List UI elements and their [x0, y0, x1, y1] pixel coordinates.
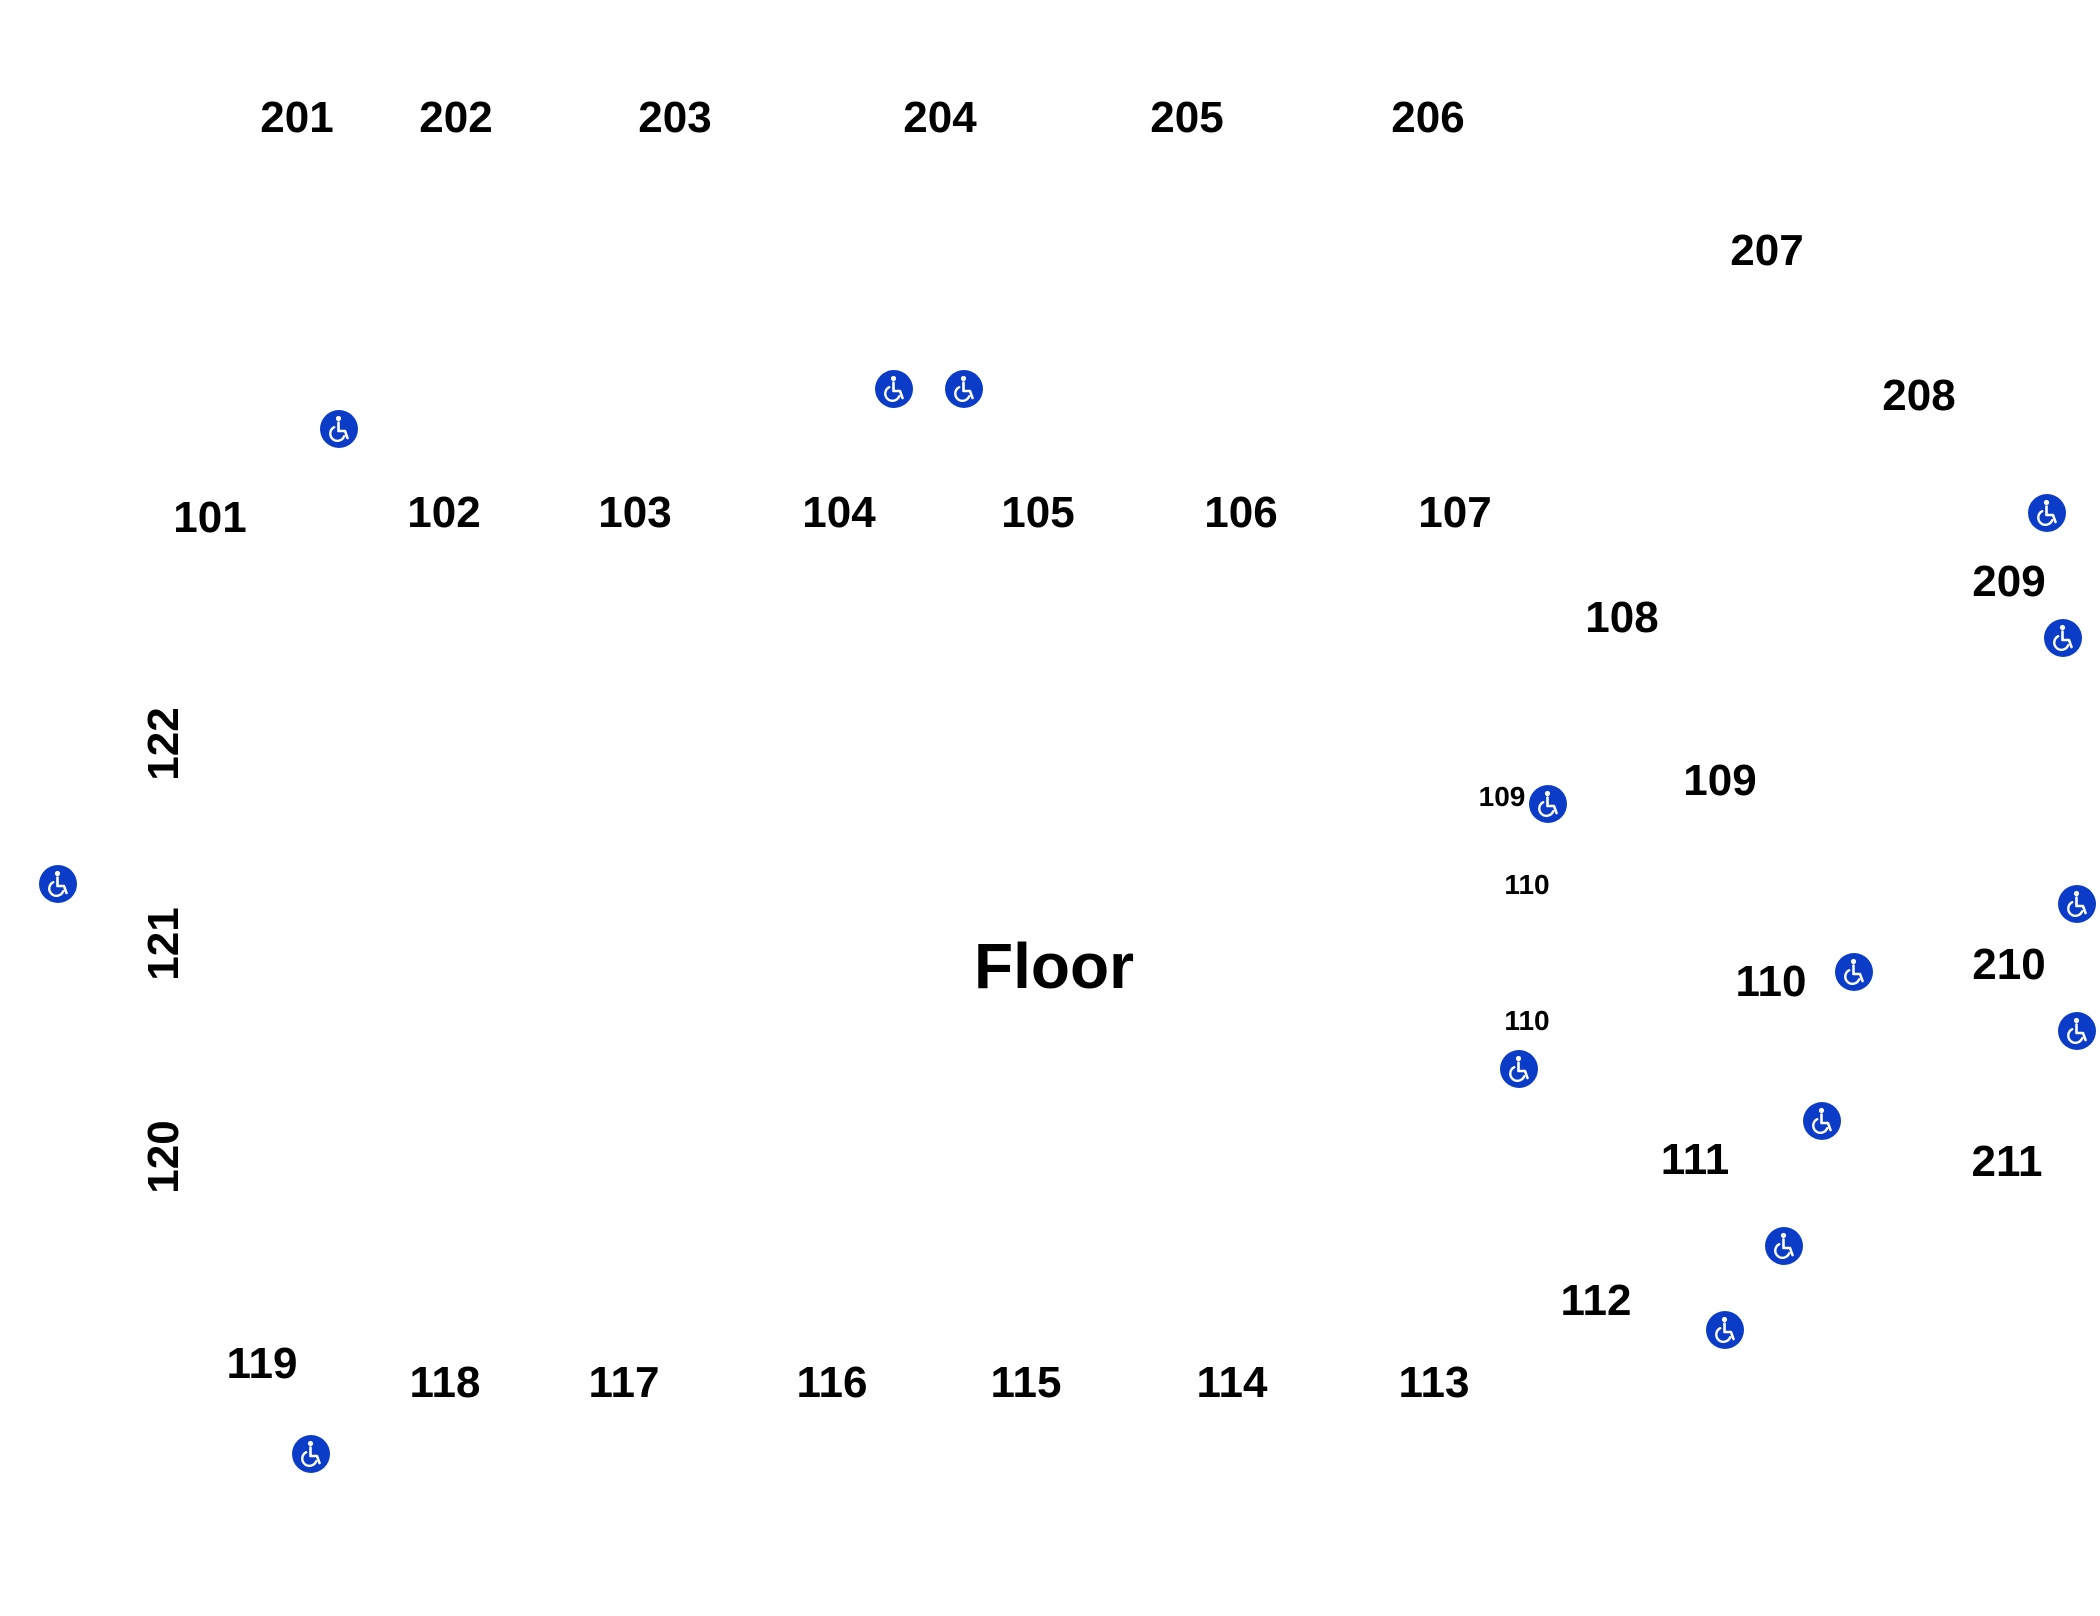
- section-106[interactable]: 106: [1204, 488, 1278, 537]
- section-109[interactable]: 109: [1683, 756, 1757, 805]
- wheelchair-accessible-icon: [1706, 1311, 1744, 1349]
- section-118[interactable]: 118: [409, 1358, 481, 1407]
- wheelchair-accessible-icon: [1500, 1050, 1538, 1088]
- wheelchair-accessible-icon: [945, 370, 983, 408]
- wheelchair-accessible-icon: [1765, 1227, 1803, 1265]
- wheelchair-accessible-icon: [320, 410, 358, 448]
- wheelchair-accessible-icon: [1835, 953, 1873, 991]
- section-101[interactable]: 101: [173, 493, 247, 542]
- wheelchair-accessible-icon: [2044, 619, 2082, 657]
- section-211[interactable]: 211: [1971, 1137, 2043, 1186]
- section-204[interactable]: 204: [903, 93, 977, 142]
- section-210[interactable]: 210: [1972, 940, 2046, 989]
- section-202[interactable]: 202: [419, 93, 493, 142]
- section-105[interactable]: 105: [1001, 488, 1075, 537]
- wheelchair-accessible-icon: [2058, 1012, 2096, 1050]
- section-205[interactable]: 205: [1150, 93, 1224, 142]
- section-209[interactable]: 209: [1972, 557, 2046, 606]
- wheelchair-accessible-icon: [1529, 785, 1567, 823]
- section-122[interactable]: 122: [139, 707, 188, 781]
- section-117[interactable]: 117: [588, 1358, 660, 1407]
- section-116[interactable]: 116: [796, 1358, 868, 1407]
- section-208[interactable]: 208: [1882, 371, 1956, 420]
- section-103[interactable]: 103: [598, 488, 672, 537]
- subsection-110-upper[interactable]: 110: [1504, 869, 1550, 900]
- wheelchair-accessible-icon: [292, 1435, 330, 1473]
- section-206[interactable]: 206: [1391, 93, 1465, 142]
- section-107[interactable]: 107: [1418, 488, 1492, 537]
- section-110[interactable]: 110: [1735, 957, 1807, 1006]
- section-114[interactable]: 114: [1196, 1358, 1268, 1407]
- section-207[interactable]: 207: [1730, 226, 1804, 275]
- section-119[interactable]: 119: [226, 1339, 298, 1388]
- subsection-109[interactable]: 109: [1478, 781, 1526, 812]
- section-203[interactable]: 203: [638, 93, 712, 142]
- section-108[interactable]: 108: [1585, 593, 1659, 642]
- subsection-110-lower[interactable]: 110: [1504, 1005, 1550, 1036]
- wheelchair-accessible-icon: [39, 865, 77, 903]
- section-115[interactable]: 115: [990, 1358, 1062, 1407]
- wheelchair-accessible-icon: [2028, 494, 2066, 532]
- section-201[interactable]: 201: [260, 93, 334, 142]
- wheelchair-accessible-icon: [2058, 885, 2096, 923]
- wheelchair-accessible-icon: [1803, 1102, 1841, 1140]
- section-102[interactable]: 102: [407, 488, 481, 537]
- section-111[interactable]: 111: [1660, 1135, 1730, 1184]
- section-104[interactable]: 104: [802, 488, 876, 537]
- section-121[interactable]: 121: [139, 907, 188, 981]
- floor-label[interactable]: Floor: [974, 930, 1134, 1002]
- wheelchair-accessible-icon: [875, 370, 913, 408]
- section-112[interactable]: 112: [1560, 1276, 1632, 1325]
- section-113[interactable]: 113: [1398, 1358, 1470, 1407]
- section-120[interactable]: 120: [139, 1120, 188, 1194]
